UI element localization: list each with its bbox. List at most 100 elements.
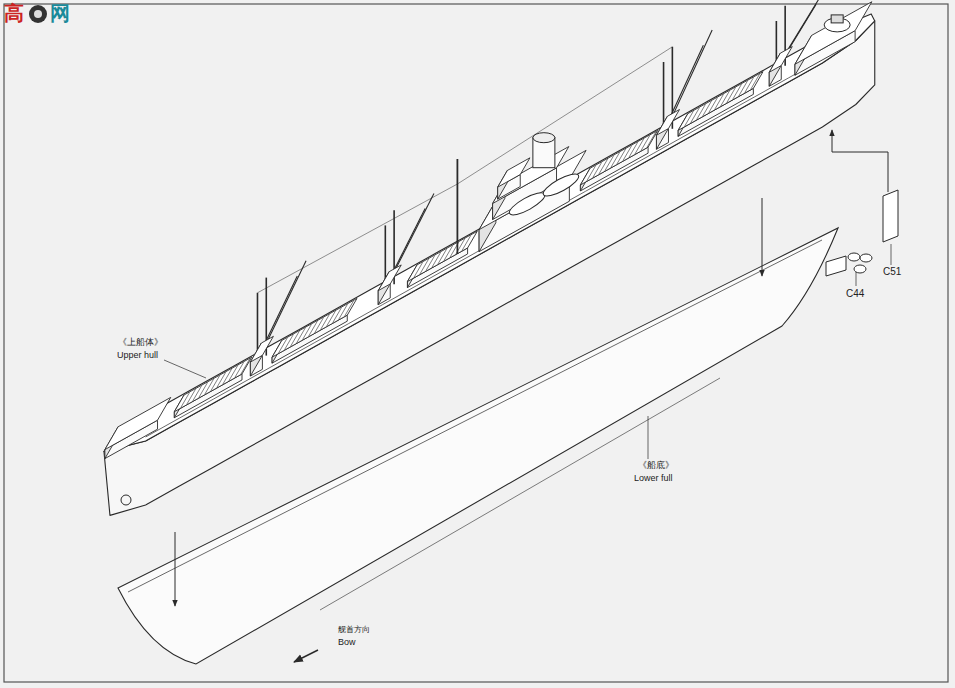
callout-number: C44 [846,288,864,299]
cargo-boom [671,30,712,120]
lifeboat [541,170,582,200]
hawse-emblem [121,495,131,505]
propeller-part [826,253,872,276]
hatch-board [599,159,608,174]
hatch-board [733,84,742,99]
hatch-board [426,256,435,271]
leader-line [856,272,857,286]
leader-line [648,416,649,459]
hatch-board [223,369,232,384]
leader-arrow [832,130,888,192]
hatch-board [309,321,318,336]
hatch-board [297,328,306,343]
hatch-board [593,162,602,177]
hatch-board [199,382,208,397]
hatch-board [321,314,330,329]
hatch-board [279,338,288,353]
mast-house [250,336,273,362]
shaft-bracket [826,256,846,276]
hatch-board [333,308,342,323]
lower-hull [118,228,838,664]
assembly-arrow [175,532,176,606]
part-label: Upper hull [117,351,158,361]
hatch-board [623,145,632,160]
hatch-board [187,389,196,404]
main-deck [104,14,875,452]
hatch-board [635,139,644,154]
hatch-board [414,262,423,277]
hatch-board [462,235,471,250]
hatch-board [647,132,656,147]
stern-gun [831,15,843,23]
hatch-board [327,311,336,326]
main-mast [456,159,458,254]
mast-house [378,265,401,291]
hatch-board [420,259,429,274]
callout-number: C51 [883,266,901,277]
hatch-board [229,366,238,381]
logo-hub [34,10,42,18]
direction-label: Bow [338,638,356,648]
hatch-board [641,135,650,150]
hatch-board [617,149,626,164]
hatch-board [217,372,226,387]
hatch-board [438,249,447,264]
hatch-board [432,252,441,267]
keel-line [320,378,720,610]
hatch-board [345,301,354,316]
hatch-board [745,77,754,92]
mast-house [656,110,679,136]
propeller-blade [848,253,860,261]
part-label: 《上船体》 [118,338,163,348]
cargo-hatch [580,130,657,185]
hatch-board [285,334,294,349]
hatch-board [727,88,736,103]
hatch-board [303,324,312,339]
mast-house [769,47,792,73]
hatch-board [751,74,760,89]
cargo-boom [393,193,434,275]
cargo-hatch [678,72,763,131]
watermark: 网 [50,2,70,24]
hatch-board [181,392,190,407]
rigging [457,47,672,184]
direction-label: 舰首方向 [338,626,370,635]
logo-wheel [29,5,47,23]
hatch-board [697,104,706,119]
wheelhouse [498,158,530,187]
hatch-board [721,91,730,106]
lifeboat [507,189,548,219]
rudder-part [883,190,898,242]
cargo-hatch [174,357,251,412]
hull-edge-line [128,240,822,592]
page-frame [4,4,948,682]
hatch-board [685,111,694,126]
bow-direction-arrow [294,650,318,662]
poop-deck [795,2,872,64]
hatch-board [315,318,324,333]
cargo-hatch [272,298,357,357]
propeller-blade [854,265,866,273]
funnel-top [533,133,555,143]
leader-line [891,244,892,265]
lower-hull-outline [118,228,838,664]
leader-line [164,360,206,378]
hatch-board [611,152,620,167]
part-label: 《船底》 [638,461,674,471]
hatch-board [629,142,638,157]
hatch-board [605,156,614,171]
cargo-boom [265,261,306,347]
hatch-board [205,379,214,394]
watermark: 高 [4,2,24,24]
hatch-board [291,331,300,346]
bulwark-line [146,59,823,437]
hatch-board [709,98,718,113]
watermark-logo [29,5,47,23]
hatch-board [587,166,596,181]
hatch-board [211,376,220,391]
forecastle [105,397,171,449]
hatch-board [241,359,250,374]
rigging [257,184,457,293]
propeller-blade [860,254,872,262]
